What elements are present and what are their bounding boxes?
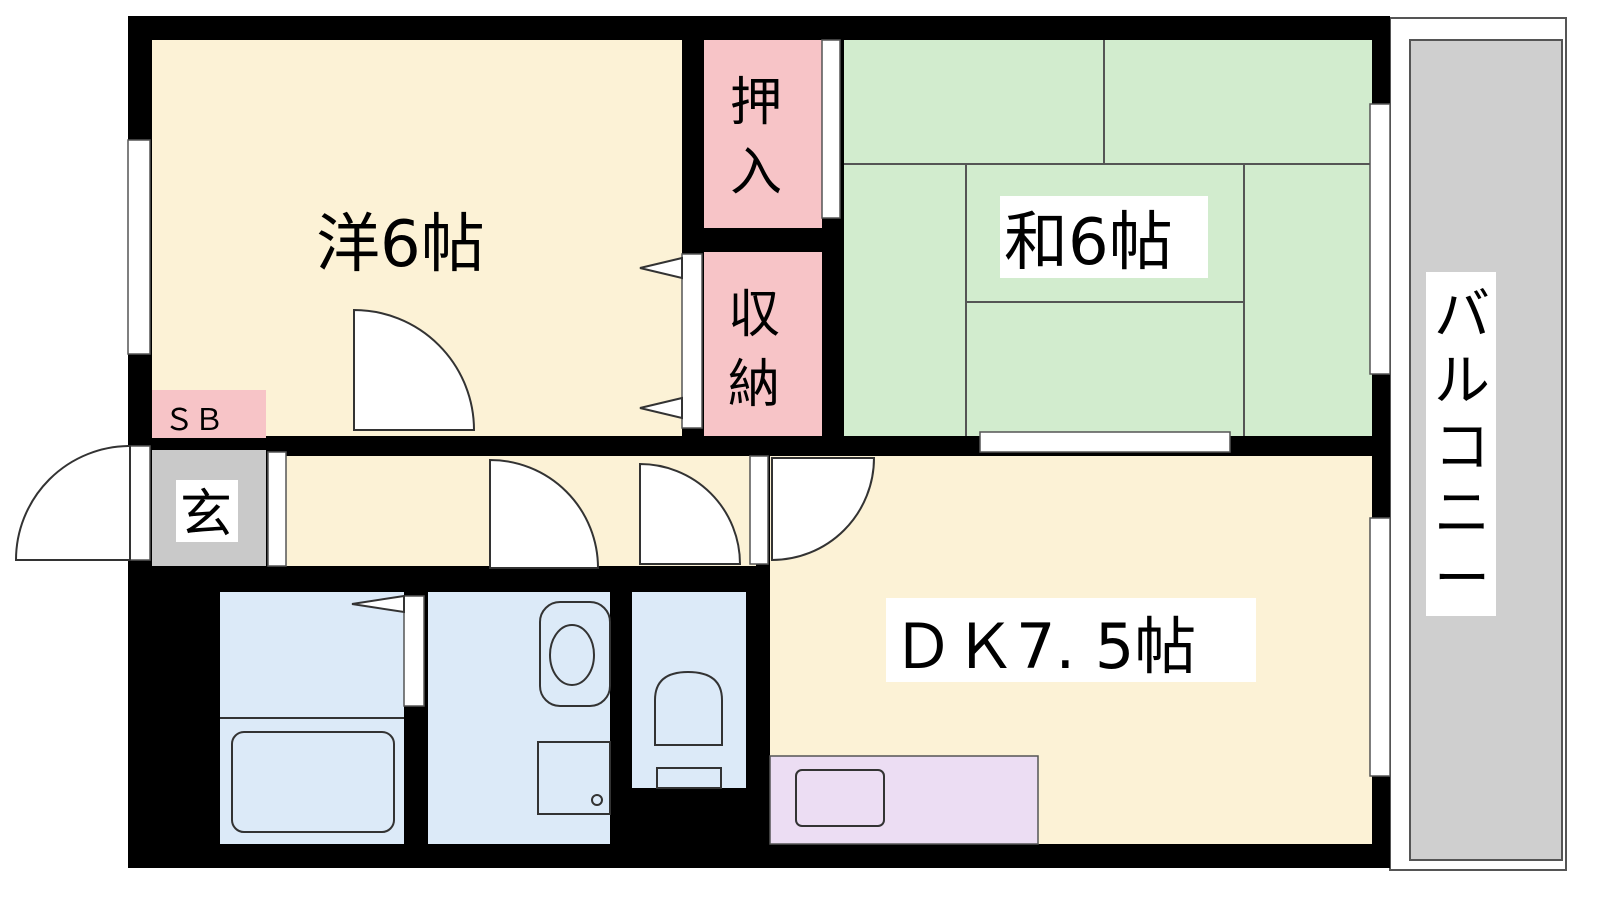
storage-label-2: 納 <box>728 355 780 415</box>
washing-machine-icon <box>537 741 611 815</box>
sliding-door-marks <box>351 256 683 614</box>
storage <box>704 252 822 436</box>
shoe-box-label: ＳＢ <box>164 403 224 438</box>
washroom <box>428 592 610 844</box>
shoe-box <box>152 390 266 438</box>
windows <box>127 39 1391 777</box>
bathtub-icon <box>231 731 395 833</box>
balcony-label-5: ー <box>1434 547 1490 612</box>
balcony-label-2: ル <box>1434 349 1490 414</box>
sink-icon <box>795 769 885 827</box>
balcony-label-1: バ <box>1434 283 1490 348</box>
japanese-room-label: 和6帖 <box>1004 206 1173 280</box>
tatami-lines <box>844 40 1372 436</box>
kitchen-counter <box>769 755 1039 845</box>
storage-label-1: 収 <box>728 285 780 345</box>
western-room-label: 洋6帖 <box>316 208 485 282</box>
balcony-label-3: コ <box>1434 415 1490 480</box>
closet-label-1: 押 <box>730 73 782 133</box>
entrance-label: 玄 <box>180 485 232 545</box>
washbasin-icon <box>539 601 611 707</box>
toilet-icon <box>654 670 723 746</box>
balcony-label-4: ニ <box>1434 481 1490 546</box>
washbasin-bowl-icon <box>549 624 595 686</box>
closet-label-2: 入 <box>730 143 782 203</box>
toilet-room <box>632 592 746 788</box>
doors <box>14 308 876 569</box>
closet <box>704 40 822 228</box>
dk-room-label: ＤＫ7. 5帖 <box>892 610 1196 683</box>
